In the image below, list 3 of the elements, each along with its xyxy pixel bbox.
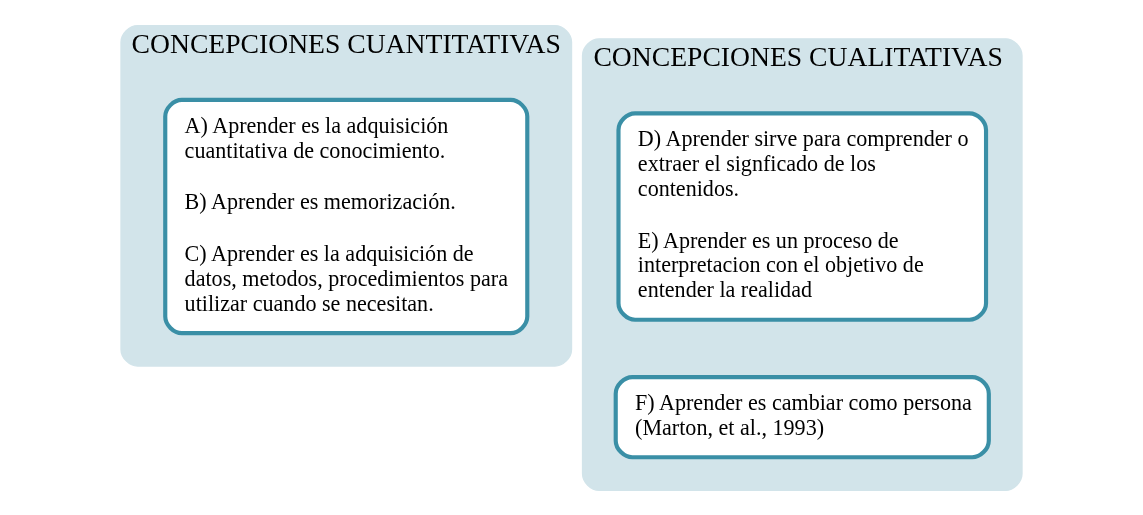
node-box: D) Aprender sirve para comprender o extraer el signficado de los contenidos. E) Aprender es un proceso de interpretacion con el objetivo de entender la realidad	[616, 110, 989, 322]
node-box: A) Aprender es la adquisición cuantitativa de conocimiento. B) Aprender es memorización. C) Aprender es la adquisición de datos, metodos, procedimientos para utilizar cuando se necesitan.	[163, 97, 530, 335]
node-box: F) Aprender es cambiar como persona (Marton, et al., 1993)	[613, 374, 991, 459]
